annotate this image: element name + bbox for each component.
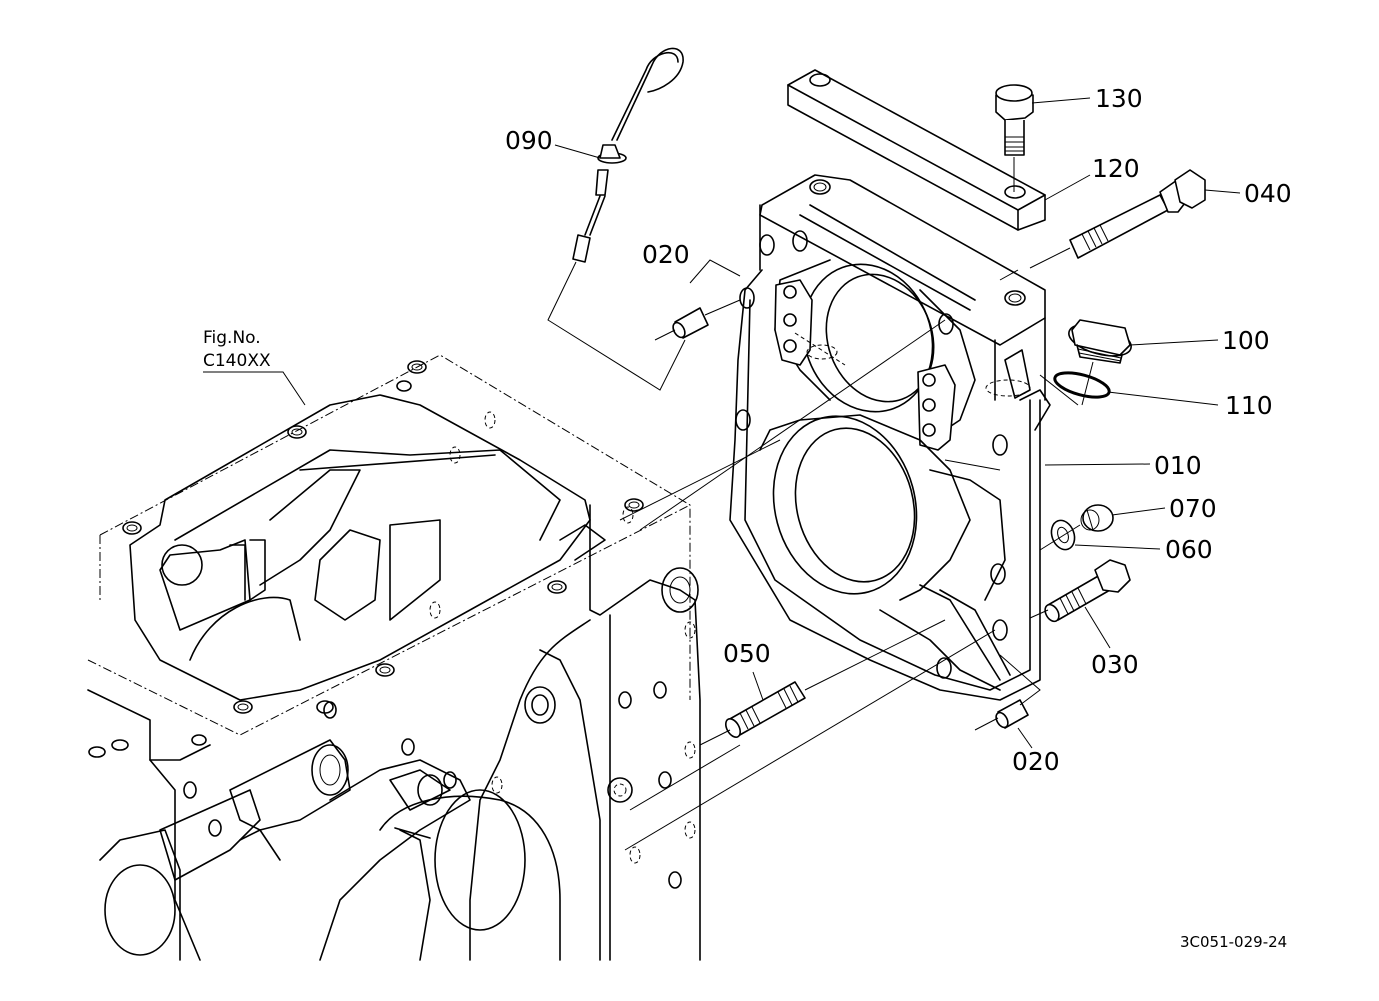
callout-090[interactable]: 090 — [505, 126, 553, 155]
callout-020-top[interactable]: 020 — [642, 240, 690, 269]
callout-020-bottom[interactable]: 020 — [1012, 747, 1060, 776]
figure-reference: Fig.No. C140XX — [203, 328, 271, 371]
alignment-lines — [619, 319, 1001, 851]
part-130-bolt — [995, 84, 1034, 192]
part-090-dipstick — [547, 47, 686, 391]
callout-120[interactable]: 120 — [1092, 154, 1140, 183]
part-020-pin-bottom — [974, 654, 1041, 731]
figure-ref-label: Fig.No. — [203, 328, 261, 348]
callout-100[interactable]: 100 — [1222, 326, 1270, 355]
callout-030[interactable]: 030 — [1091, 650, 1139, 679]
callout-070[interactable]: 070 — [1169, 494, 1217, 523]
leader-lines — [203, 97, 1241, 749]
part-020-pin-top — [654, 259, 741, 341]
transmission-case — [87, 354, 701, 961]
part-040-bolt — [999, 169, 1206, 281]
part-030-bolt — [1029, 559, 1131, 623]
part-070-nut — [1080, 504, 1114, 532]
part-060-washer — [1039, 519, 1081, 551]
callout-010[interactable]: 010 — [1154, 451, 1202, 480]
callout-130[interactable]: 130 — [1095, 84, 1143, 113]
callout-110[interactable]: 110 — [1225, 391, 1273, 420]
callout-060[interactable]: 060 — [1165, 535, 1213, 564]
callout-040[interactable]: 040 — [1244, 179, 1292, 208]
part-120-bar — [787, 69, 1046, 231]
part-100-plug — [1039, 319, 1132, 406]
callout-050[interactable]: 050 — [723, 639, 771, 668]
drawing-code: 3C051-029-24 — [1180, 933, 1287, 951]
callout-labels: 090 020 130 120 040 100 110 010 070 060 … — [505, 84, 1292, 776]
part-050-stud — [699, 619, 946, 746]
part-110-o-ring — [1053, 371, 1111, 399]
figure-ref-number[interactable]: C140XX — [203, 351, 271, 371]
flange-bolt-holes — [88, 360, 644, 758]
part-010-cover — [729, 174, 1051, 701]
